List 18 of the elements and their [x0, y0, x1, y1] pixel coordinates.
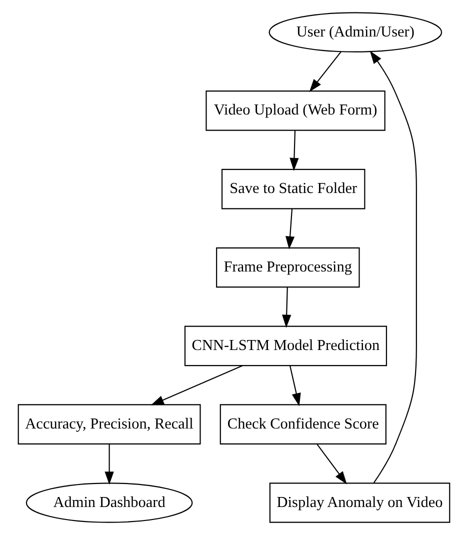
arrow — [289, 366, 300, 406]
node-ellipse: Admin Dashboard — [25, 482, 192, 523]
node-box: Check Confidence Score — [219, 404, 386, 444]
arrow — [150, 365, 242, 406]
node-box: Save to Static Folder — [220, 168, 365, 210]
node-box: Display Anomaly on Video — [268, 482, 450, 523]
arrow — [284, 208, 294, 250]
arrow — [104, 444, 114, 485]
arrow — [316, 444, 346, 484]
arrow — [369, 50, 416, 484]
node-ellipse: User (Admin/User) — [268, 12, 442, 52]
node-box: Video Upload (Web Form) — [205, 90, 385, 131]
arrow — [308, 51, 341, 92]
node-box: Frame Preprocessing — [216, 247, 360, 288]
node-box: CNN-LSTM Model Prediction — [184, 326, 387, 366]
arrow — [289, 130, 298, 172]
arrow — [282, 287, 291, 328]
node-box: Accuracy, Precision, Recall — [17, 404, 200, 444]
